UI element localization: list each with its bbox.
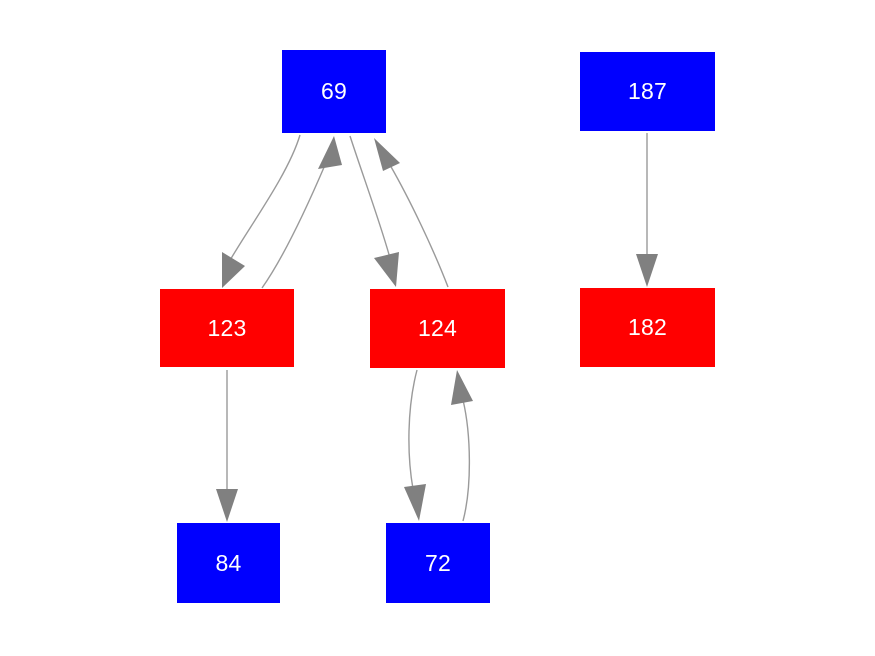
graph-node-124[interactable]: 124	[370, 289, 505, 368]
edge-123-to-69-line	[261, 164, 326, 289]
edge-124-to-69-arrowhead	[374, 138, 400, 171]
graph-node-124-label: 124	[418, 315, 457, 341]
graph-node-84[interactable]: 84	[177, 523, 280, 603]
edge-124-to-72[interactable]	[404, 369, 426, 521]
edge-124-to-69[interactable]	[374, 138, 449, 288]
graph-node-187-label: 187	[628, 78, 667, 104]
edge-123-to-84-arrowhead	[216, 489, 238, 522]
graph-node-187[interactable]: 187	[580, 52, 715, 131]
graph-node-69-label: 69	[321, 78, 347, 104]
edge-124-to-69-line	[389, 164, 449, 288]
edge-72-to-124-line	[462, 399, 471, 522]
graph-node-123[interactable]: 123	[160, 289, 294, 367]
graph-node-123-label: 123	[207, 314, 247, 341]
edge-124-to-72-line	[408, 369, 418, 490]
edge-69-to-123[interactable]	[222, 134, 301, 288]
graph-node-182[interactable]: 182	[580, 288, 715, 367]
graph-node-69[interactable]: 69	[282, 50, 386, 133]
edge-123-to-84[interactable]	[216, 370, 238, 522]
edge-69-to-124[interactable]	[349, 135, 399, 287]
edge-69-to-124-arrowhead	[374, 252, 399, 287]
edge-72-to-124-arrowhead	[451, 370, 473, 405]
edge-187-to-182-arrowhead	[636, 254, 658, 287]
edge-69-to-123-arrowhead	[222, 252, 245, 288]
edge-123-to-69[interactable]	[261, 136, 342, 289]
graph-node-84-label: 84	[215, 549, 242, 576]
edge-124-to-72-arrowhead	[404, 484, 426, 521]
edge-123-to-69-arrowhead	[318, 136, 342, 169]
graph-node-72[interactable]: 72	[386, 523, 490, 603]
edge-72-to-124[interactable]	[451, 370, 473, 522]
edge-69-to-124-line	[349, 135, 391, 259]
edge-69-to-123-line	[228, 134, 301, 263]
graph-node-182-label: 182	[628, 314, 667, 340]
graph-node-72-label: 72	[425, 549, 451, 576]
edge-187-to-182[interactable]	[636, 133, 658, 287]
